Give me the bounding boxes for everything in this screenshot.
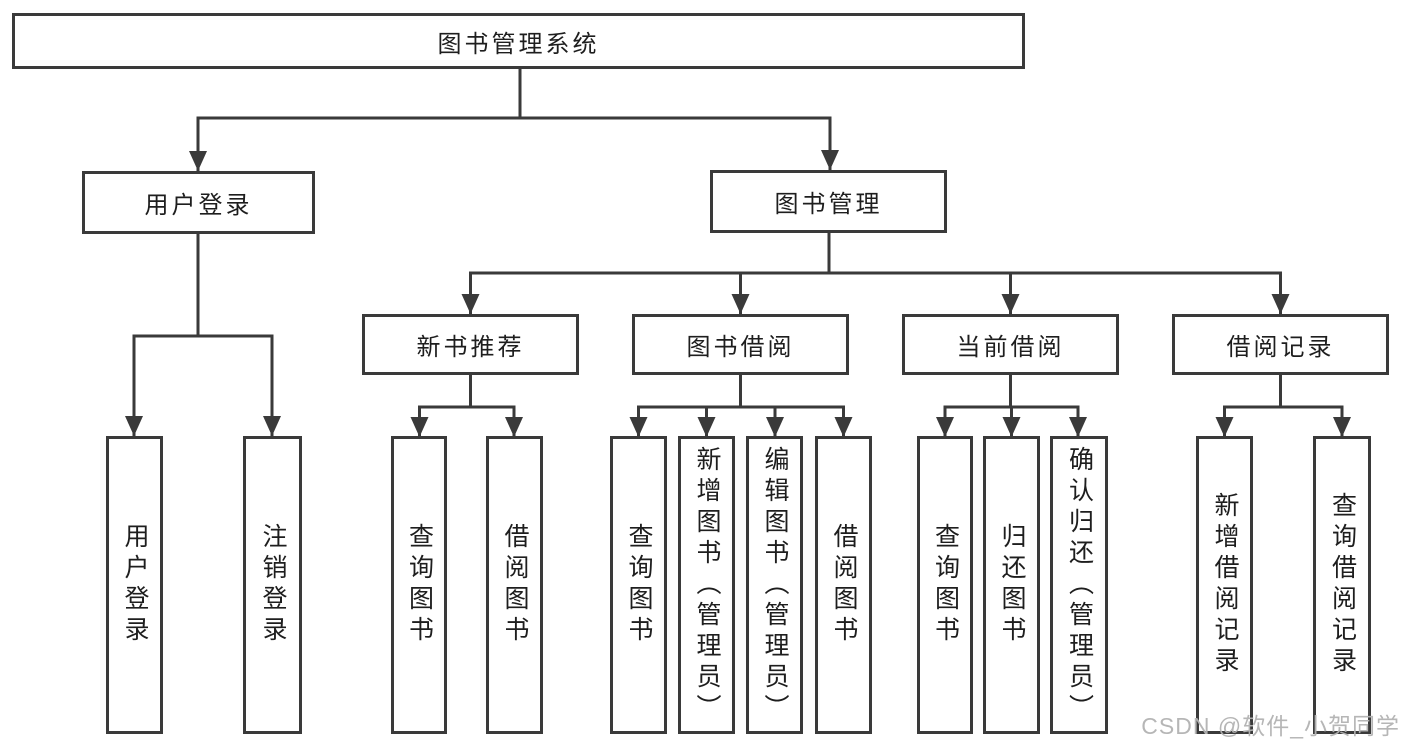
node-new-book-recommend: 新书推荐	[362, 314, 579, 375]
leaf-confirm-return-admin: 确认归还（管理员）	[1050, 436, 1108, 734]
node-current-borrow: 当前借阅	[902, 314, 1119, 375]
leaf-add-borrow-record-label: 新增借阅记录	[1211, 492, 1239, 678]
leaf-borrow-books-recommend: 借阅图书	[486, 436, 543, 734]
leaf-borrow-books: 借阅图书	[815, 436, 872, 734]
leaf-query-books-recommend: 查询图书	[391, 436, 447, 734]
leaf-query-books-recommend-label: 查询图书	[405, 523, 434, 647]
leaf-query-books-borrow: 查询图书	[610, 436, 667, 734]
node-book-management: 图书管理	[710, 170, 947, 233]
node-borrow-records: 借阅记录	[1172, 314, 1389, 375]
node-user-login: 用户登录	[82, 171, 315, 234]
leaf-query-books-current-label: 查询图书	[931, 523, 960, 647]
leaf-edit-book-admin: 编辑图书（管理员）	[746, 436, 803, 734]
leaf-add-borrow-record: 新增借阅记录	[1196, 436, 1253, 734]
leaf-confirm-return-admin-label: 确认归还（管理员）	[1065, 445, 1094, 725]
leaf-add-book-admin: 新增图书（管理员）	[678, 436, 735, 734]
leaf-query-borrow-record-label: 查询借阅记录	[1328, 492, 1357, 678]
leaf-edit-book-admin-label: 编辑图书（管理员）	[761, 445, 789, 725]
node-book-borrow: 图书借阅	[632, 314, 849, 375]
leaf-return-book: 归还图书	[983, 436, 1040, 734]
leaf-query-books-borrow-label: 查询图书	[625, 523, 653, 647]
leaf-query-books-current: 查询图书	[917, 436, 973, 734]
leaf-query-borrow-record: 查询借阅记录	[1313, 436, 1371, 734]
leaf-add-book-admin-label: 新增图书（管理员）	[693, 445, 721, 725]
leaf-borrow-books-recommend-label: 借阅图书	[501, 523, 529, 647]
node-root-system: 图书管理系统	[12, 13, 1025, 69]
leaf-user-login: 用户登录	[106, 436, 163, 734]
leaf-borrow-books-label: 借阅图书	[830, 523, 858, 647]
leaf-user-login-label: 用户登录	[121, 523, 149, 647]
csdn-watermark: CSDN @软件_小贺同学	[1141, 713, 1400, 739]
leaf-logout-label: 注销登录	[259, 523, 287, 647]
leaf-return-book-label: 归还图书	[998, 523, 1026, 647]
leaf-logout: 注销登录	[243, 436, 302, 734]
